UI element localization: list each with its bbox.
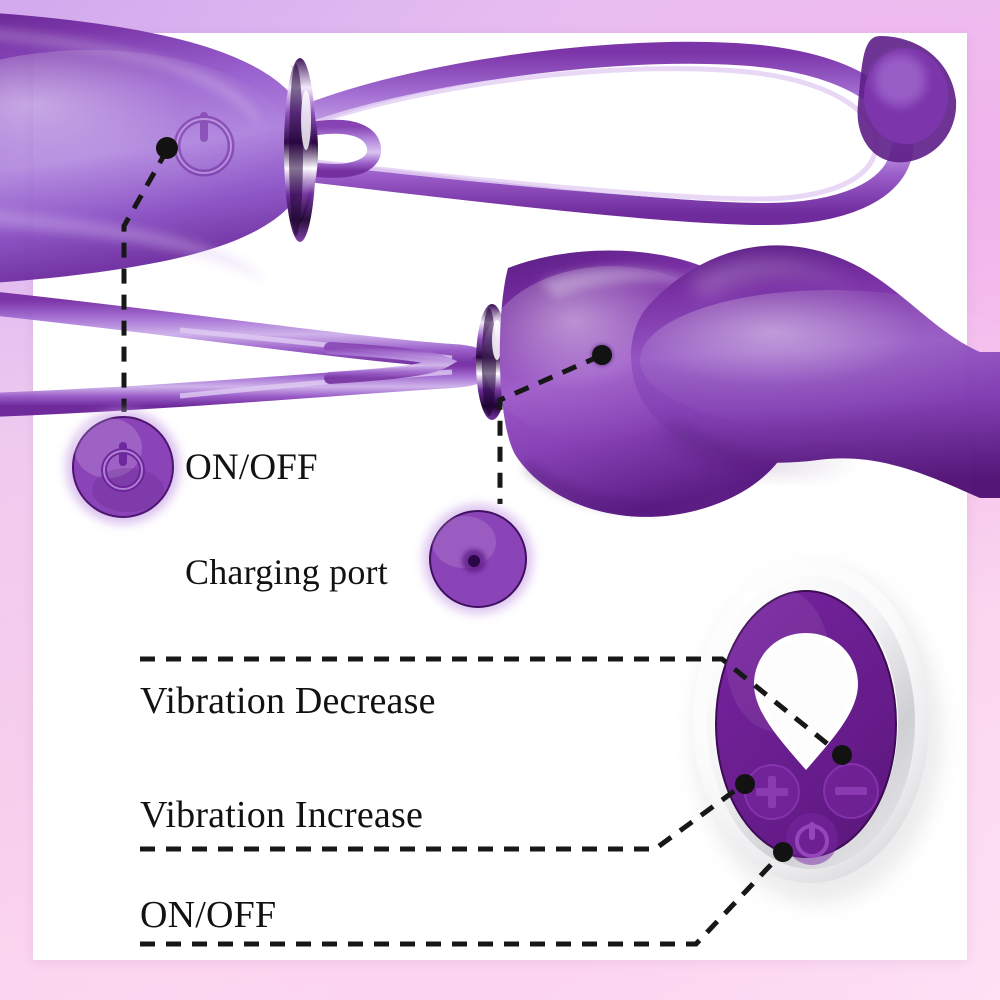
callout-label-vibration-decrease: Vibration Decrease	[140, 680, 436, 722]
callout-label-device-power: ON/OFF	[185, 447, 318, 488]
callout-label-remote-power: ON/OFF	[140, 894, 277, 936]
callout-label-vibration-increase: Vibration Increase	[140, 794, 424, 836]
callout-label-charging-port: Charging port	[185, 552, 388, 592]
